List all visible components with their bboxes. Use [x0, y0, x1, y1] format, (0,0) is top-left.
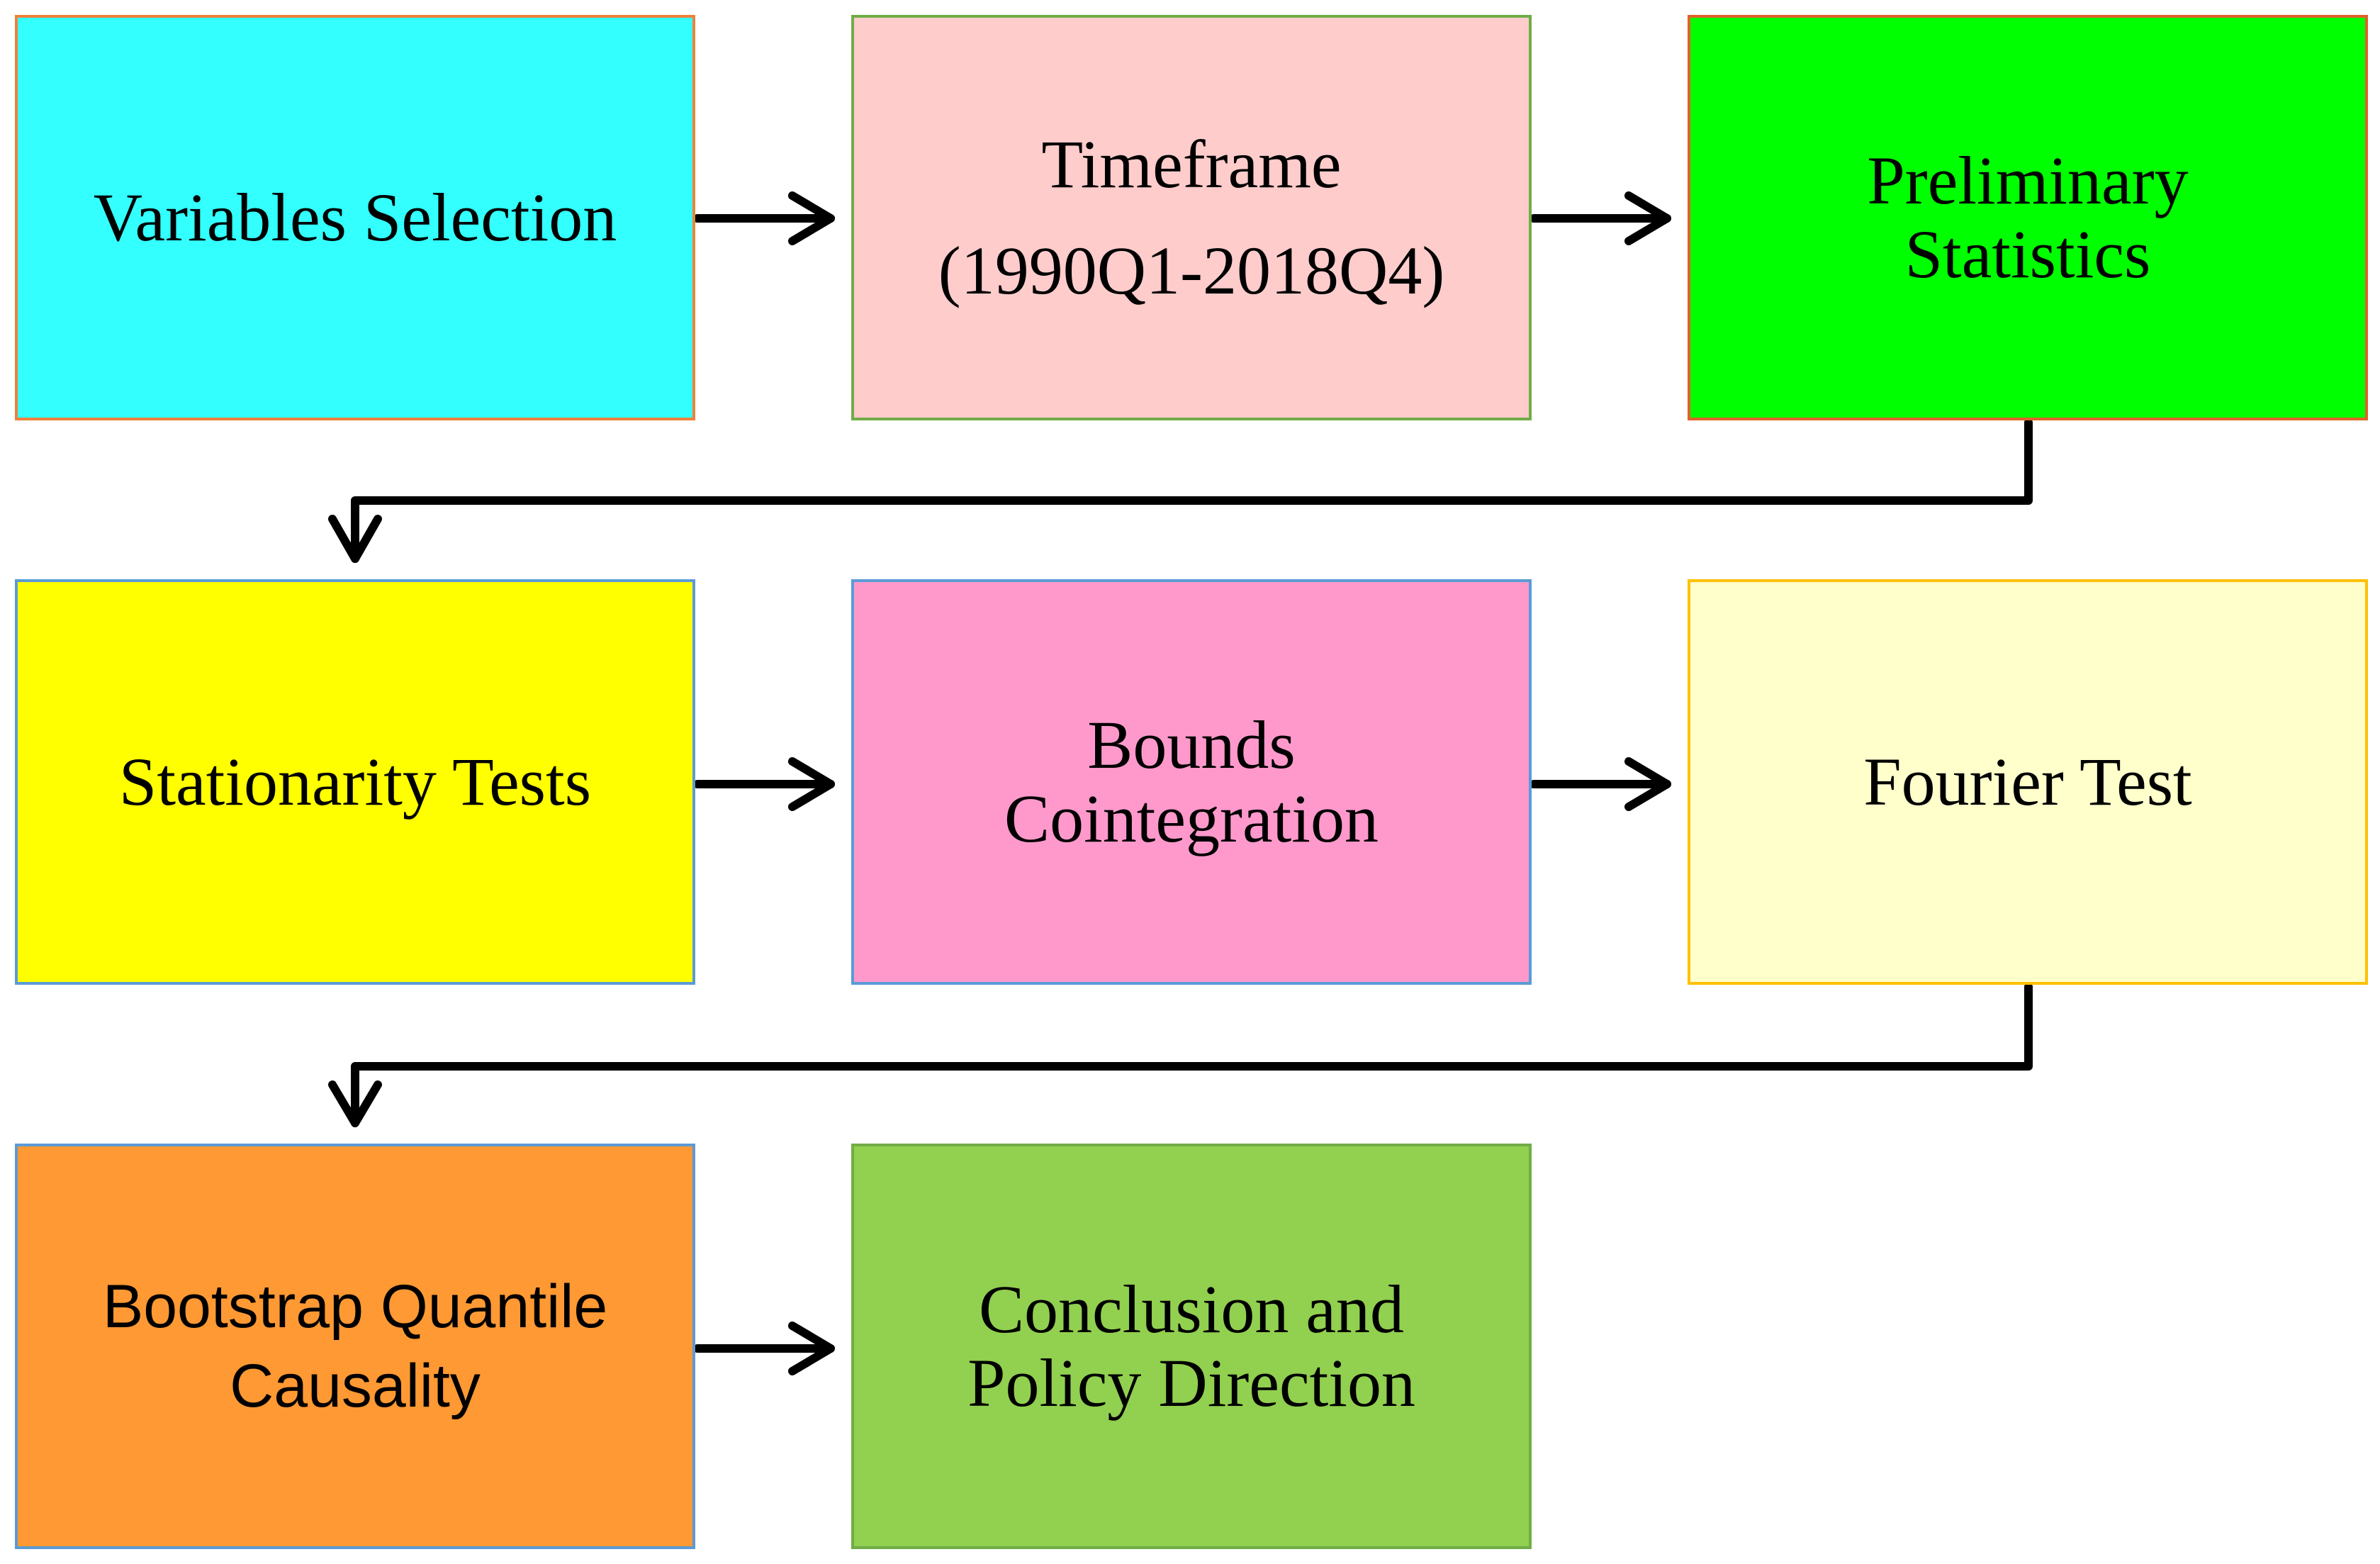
step-bootstrap-quantile-causality: Bootstrap Quantile Causality: [15, 1144, 695, 1549]
step-label: Conclusion and Policy Direction: [967, 1271, 1415, 1421]
arrow-5-to-6: [1529, 757, 1671, 811]
step-fourier-test: Fourier Test: [1688, 579, 2368, 985]
step-label: Fourier Test: [1863, 744, 2192, 820]
step-label: Bootstrap Quantile Causality: [102, 1273, 608, 1420]
step-timeframe: Timeframe (1990Q1-2018Q4): [851, 15, 1532, 420]
arrow-1-to-2: [693, 191, 835, 245]
step-preliminary-statistics: Preliminary Statistics: [1688, 15, 2368, 420]
step-conclusion-policy-direction: Conclusion and Policy Direction: [851, 1144, 1532, 1549]
arrow-6-to-7: [328, 983, 2033, 1127]
step-bounds-cointegration: Bounds Cointegration: [851, 579, 1532, 985]
arrow-2-to-3: [1529, 191, 1671, 245]
step-label: Timeframe (1990Q1-2018Q4): [938, 126, 1445, 308]
step-variables-selection: Variables Selection: [15, 15, 695, 420]
step-label: Bounds Cointegration: [1004, 707, 1379, 856]
arrow-7-to-8: [693, 1322, 835, 1375]
arrow-3-to-4: [328, 418, 2033, 563]
arrow-4-to-5: [693, 757, 835, 811]
step-label: Preliminary Statistics: [1867, 143, 2189, 292]
step-stationarity-tests: Stationarity Tests: [15, 579, 695, 985]
step-label: Variables Selection: [93, 179, 617, 255]
step-label: Stationarity Tests: [118, 744, 592, 820]
